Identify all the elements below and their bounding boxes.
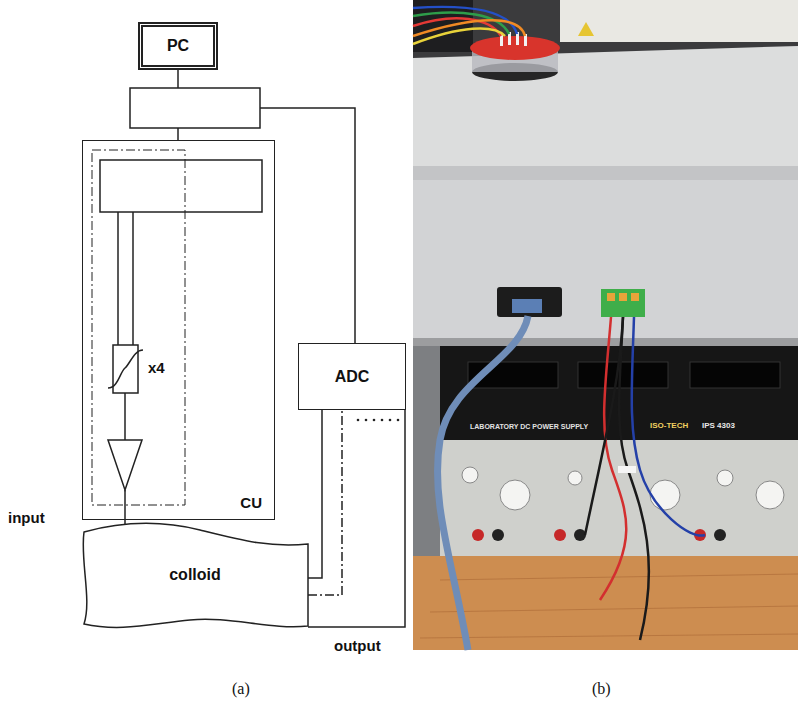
photo-circle: [714, 529, 726, 541]
signal-label: input: [8, 510, 45, 527]
node-label: ADC: [335, 368, 370, 386]
photo-path: [619, 317, 649, 640]
photo-circle: [574, 529, 586, 541]
multiplicity-label: x4: [148, 360, 165, 377]
photo-path: [600, 317, 626, 600]
amplifier-symbol: [108, 440, 142, 490]
supply-front: [440, 440, 798, 556]
photo-circle: [462, 467, 478, 483]
photo-circle: [492, 529, 504, 541]
photo-rect: [619, 293, 627, 301]
enclosure-edge: [413, 338, 798, 346]
desk: [413, 556, 798, 650]
device-text: LABORATORY DC POWER SUPPLY: [470, 423, 588, 431]
enclosure-top: [413, 46, 798, 170]
wire: [177, 128, 179, 140]
photo-circle: [389, 419, 392, 422]
photo-circle: [381, 419, 384, 422]
model-text: IPS 4303: [702, 422, 735, 431]
brand-text: ISO-TECH: [650, 422, 688, 431]
photo-line: [440, 574, 798, 580]
photograph: [413, 0, 798, 650]
photo-rect: [690, 362, 780, 388]
photo-circle: [365, 419, 368, 422]
colloid-sample: colloid: [80, 520, 310, 630]
photo-circle: [650, 480, 680, 510]
photo-path: [585, 317, 623, 535]
node-label: PC: [167, 37, 189, 55]
usb-cable: [437, 316, 528, 650]
signal-label: output: [334, 638, 381, 655]
enclosure-lip: [413, 166, 798, 180]
supply-displays: [468, 362, 780, 388]
red-lid: [470, 36, 560, 60]
signal-wire: [308, 410, 342, 595]
driver-box: [100, 160, 262, 212]
usb-plug: [512, 299, 542, 313]
photo-circle: [472, 529, 484, 541]
terminal-block: [601, 289, 645, 317]
control-unit-box: CU: [82, 140, 275, 520]
photo-path: [632, 317, 705, 536]
photo-circle: [357, 419, 360, 422]
photo-line: [420, 634, 798, 638]
photo-circle: [373, 419, 376, 422]
photo-circle: [717, 470, 733, 486]
colloid-outline-path: [83, 523, 308, 627]
wall-sign: [560, 0, 798, 42]
signal-wire: [124, 520, 126, 524]
adc-box: ADC: [298, 343, 406, 410]
photo-circle: [756, 481, 784, 509]
interface-box: [130, 88, 260, 128]
subfigure-label: (b): [592, 680, 611, 698]
supply-wires: [585, 317, 705, 640]
wire: [177, 70, 179, 88]
subfigure-label: (a): [232, 680, 250, 698]
wire: [117, 212, 119, 345]
cable-tie: [618, 466, 636, 473]
photo-path: [413, 28, 505, 44]
photo-line: [430, 606, 798, 612]
fuse-symbol: [113, 345, 138, 393]
electrode-wires: [413, 7, 525, 44]
photo-circle: [554, 529, 566, 541]
ellipsis-dots: [357, 419, 400, 422]
photo-rect: [607, 293, 615, 301]
fuse-curve: [108, 350, 143, 388]
warning-sign: [578, 22, 594, 36]
computer-box: PC: [138, 22, 218, 70]
block-diagram-parts: [92, 70, 355, 520]
signal-wire: [308, 410, 405, 627]
photo-circle: [568, 471, 582, 485]
node-label: CU: [240, 495, 262, 512]
enclosure-front: [413, 180, 798, 345]
photo-circle: [500, 480, 530, 510]
photo-rect: [578, 362, 668, 388]
photo-background: [413, 0, 798, 650]
wire: [124, 490, 126, 520]
signal-wire: [308, 410, 322, 578]
photo-circle: [397, 419, 400, 422]
photo-rect: [631, 293, 639, 301]
node-label: colloid: [169, 566, 221, 584]
channel-frame: [92, 150, 185, 505]
wire: [124, 393, 126, 440]
serial-connector: [497, 287, 562, 317]
wire: [132, 212, 134, 345]
